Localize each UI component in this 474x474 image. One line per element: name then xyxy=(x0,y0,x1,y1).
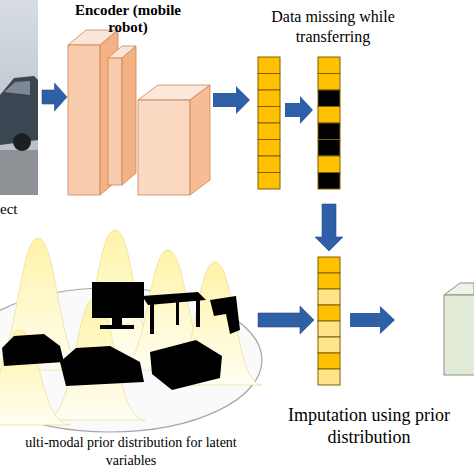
object-photo: ect xyxy=(0,0,38,195)
monitor-silhouette xyxy=(100,325,134,329)
node-label: Imputation using prior distribution xyxy=(284,404,454,448)
block-arrow xyxy=(258,306,314,334)
node-label: ulti-modal prior distribution for latent… xyxy=(0,434,262,470)
vector-cell xyxy=(318,305,340,321)
vector-cell xyxy=(258,107,280,124)
vector-cell xyxy=(318,156,340,173)
imputed-cell xyxy=(318,369,340,385)
missing-cell xyxy=(318,123,340,140)
monitor-silhouette xyxy=(92,282,144,318)
vector-cell xyxy=(318,257,340,273)
gaussian-bell xyxy=(0,330,70,425)
encoder-layer-front xyxy=(68,45,100,195)
encoder-block: Encoder (mobile robot) xyxy=(68,2,213,200)
prior-distribution: ulti-modal prior distribution for latent… xyxy=(0,228,262,433)
latent-vector: Data missing while transferring xyxy=(318,57,340,189)
vector-cell xyxy=(318,353,340,369)
encoder-cube-side xyxy=(190,85,210,195)
vector-cell xyxy=(258,90,280,107)
photo-car-wheel xyxy=(13,133,31,151)
encoder-cube-front xyxy=(138,100,190,195)
vector-cell xyxy=(318,57,340,74)
missing-cell xyxy=(318,140,340,157)
missing-cell xyxy=(318,90,340,107)
imputed-cell xyxy=(318,337,340,353)
table-silhouette xyxy=(176,301,179,325)
node-label: ect xyxy=(0,200,40,218)
node-label: Encoder (mobile robot) xyxy=(68,2,188,36)
vector-cell xyxy=(258,140,280,157)
monitor-silhouette xyxy=(112,318,122,326)
encoder-layer-side xyxy=(122,46,136,185)
decoder-block xyxy=(444,295,474,375)
vector-cell xyxy=(258,74,280,91)
missing-cell xyxy=(318,173,340,190)
photo-background xyxy=(0,0,38,195)
photo-road xyxy=(0,150,38,195)
vector-cell xyxy=(258,57,280,74)
sofa-silhouette xyxy=(150,340,222,390)
table-silhouette xyxy=(150,304,154,334)
chair-silhouette xyxy=(210,296,240,334)
vector-cell xyxy=(318,74,340,91)
decoder-block-top xyxy=(444,283,474,295)
vector-cell xyxy=(318,107,340,124)
flow-arrow xyxy=(350,306,395,334)
imputed-cell xyxy=(318,289,340,305)
vector-cell xyxy=(258,123,280,140)
block-arrow xyxy=(42,83,67,111)
vector-cell xyxy=(318,273,340,289)
imputed-cell xyxy=(318,321,340,337)
node-label: Data missing while transferring xyxy=(253,7,413,47)
flow-arrow xyxy=(213,86,250,114)
latent-vector: Imputation using prior distribution xyxy=(318,257,340,385)
photo-car-window xyxy=(4,81,30,95)
car-silhouette xyxy=(60,346,144,386)
vector-cell xyxy=(258,156,280,173)
block-arrow xyxy=(315,204,343,251)
car-silhouette xyxy=(2,334,64,366)
encoder-layer-front xyxy=(108,58,122,185)
flow-arrow xyxy=(285,96,313,124)
table-silhouette xyxy=(196,299,200,327)
vector-cell xyxy=(258,173,280,190)
